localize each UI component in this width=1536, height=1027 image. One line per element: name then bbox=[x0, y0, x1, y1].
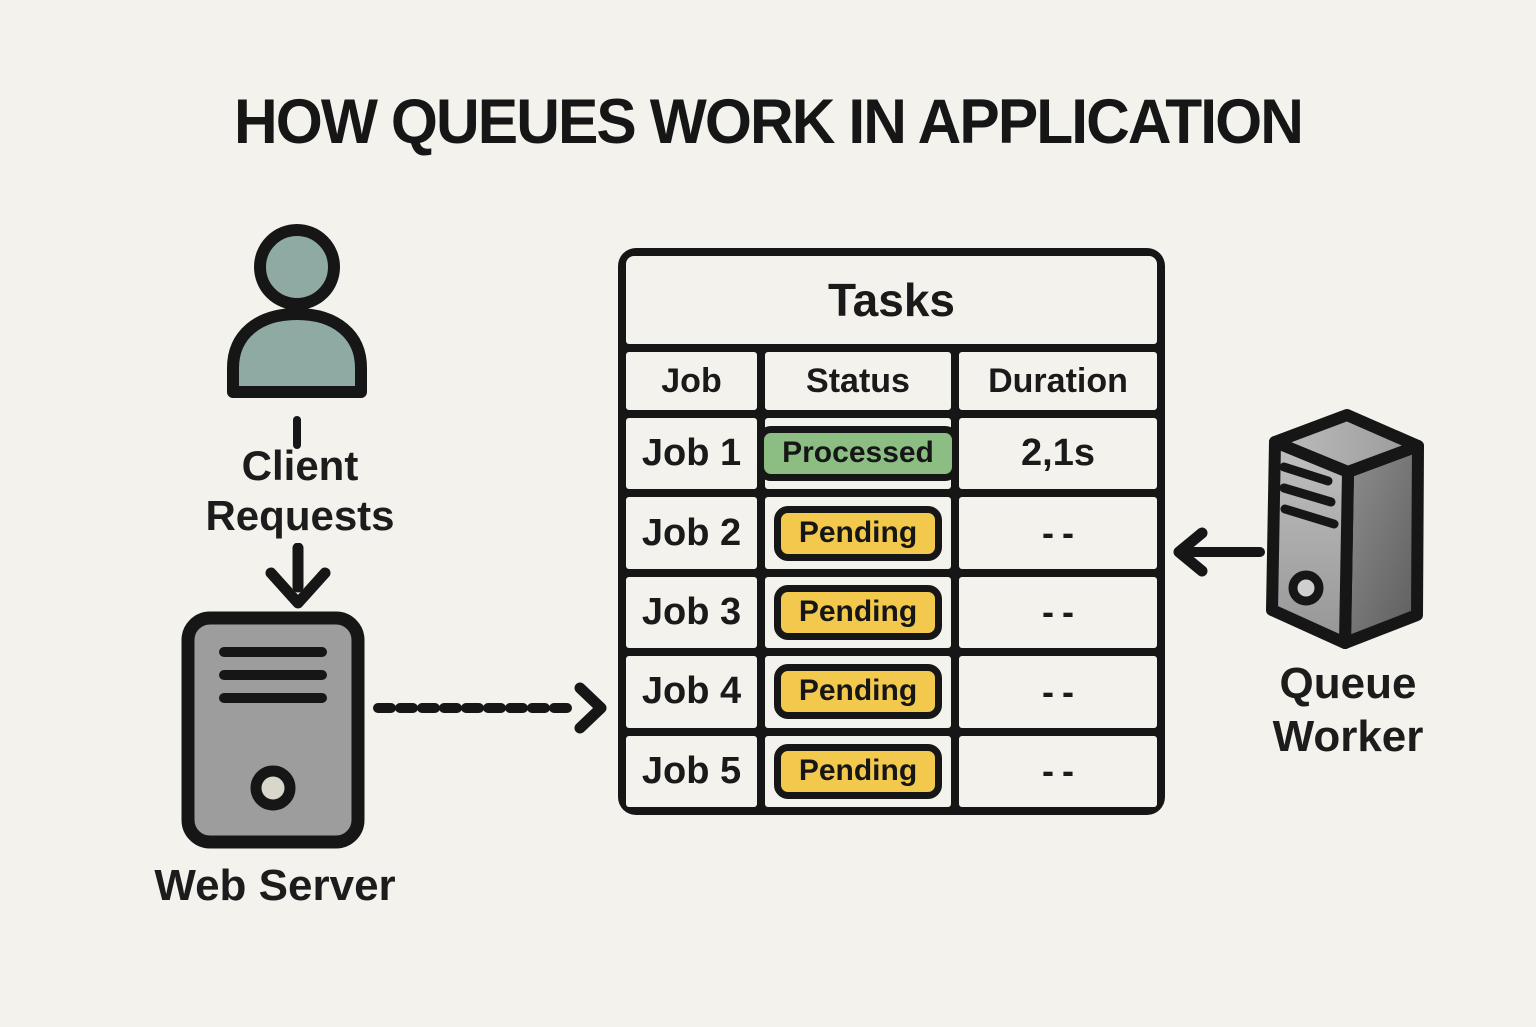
down-arrow-icon bbox=[265, 543, 331, 609]
queue-worker-label: Queue Worker bbox=[1272, 659, 1424, 761]
table-row-duration: 2,1s bbox=[959, 418, 1157, 490]
left-arrow-icon bbox=[1173, 527, 1265, 577]
table-row-job-name: Job 2 bbox=[626, 497, 757, 569]
table-row-job-name: Job 1 bbox=[626, 418, 757, 490]
client-requests-label: Client Requests bbox=[205, 442, 395, 540]
table-row-status-cell: Pending bbox=[765, 656, 951, 728]
status-badge: Pending bbox=[773, 664, 943, 720]
status-badge: Processed bbox=[757, 426, 959, 482]
column-header-status: Status bbox=[765, 352, 951, 410]
table-row-job-name: Job 5 bbox=[626, 735, 757, 807]
status-badge: Pending bbox=[773, 743, 943, 799]
table-row-status-cell: Pending bbox=[765, 576, 951, 649]
client-person-icon bbox=[227, 224, 367, 398]
status-badge: Pending bbox=[773, 505, 943, 561]
queue-worker-icon bbox=[1266, 409, 1424, 649]
table-title: Tasks bbox=[626, 256, 1157, 344]
column-header-duration: Duration bbox=[959, 352, 1157, 410]
table-row-duration: -- bbox=[959, 497, 1157, 569]
table-row-status-cell: Pending bbox=[765, 497, 951, 569]
table-row-duration: -- bbox=[959, 735, 1157, 807]
column-header-job: Job bbox=[626, 352, 757, 410]
client-connector-line bbox=[293, 416, 301, 449]
table-row-status-cell: Pending bbox=[765, 735, 951, 807]
web-server-icon bbox=[181, 611, 365, 849]
page-title: HOW QUEUES WORK IN APPLICATION bbox=[234, 87, 1304, 157]
tasks-table: Tasks Job Status Duration Job 1 Processe… bbox=[618, 248, 1165, 815]
table-row-duration: -- bbox=[959, 656, 1157, 728]
table-row-status-cell: Processed bbox=[757, 418, 959, 490]
table-row-duration: -- bbox=[959, 576, 1157, 649]
table-row-job-name: Job 3 bbox=[626, 576, 757, 649]
status-badge: Pending bbox=[773, 584, 943, 640]
dashed-arrow-icon bbox=[373, 682, 607, 734]
web-server-label: Web Server bbox=[154, 861, 396, 910]
table-row-job-name: Job 4 bbox=[626, 656, 757, 728]
